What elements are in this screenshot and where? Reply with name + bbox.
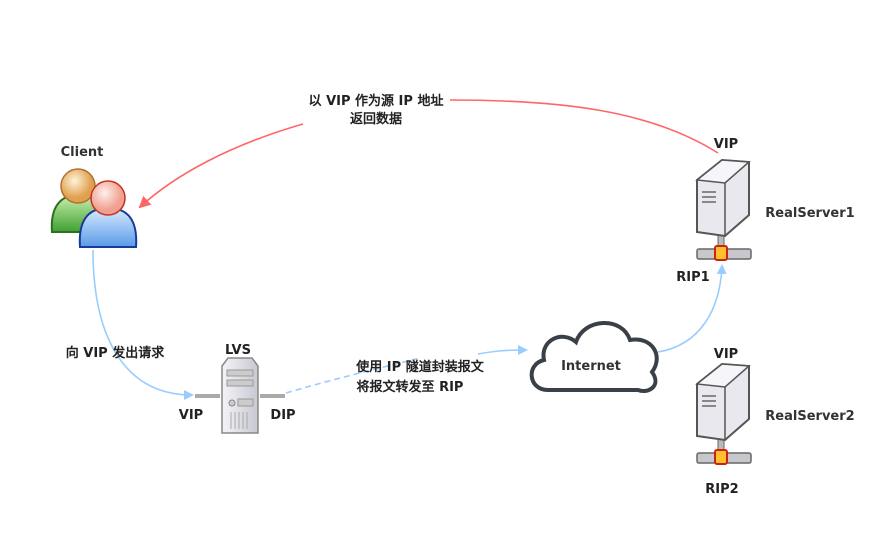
- rs2-rip-label: RIP2: [705, 482, 738, 497]
- realserver2-icon[interactable]: [695, 362, 752, 465]
- lvs-label: LVS: [225, 343, 251, 358]
- tunnel-label-line1: 使用 IP 隧道封装报文: [355, 359, 484, 375]
- return-label-line1: 以 VIP 作为源 IP 地址: [309, 93, 444, 109]
- realserver1-icon[interactable]: [695, 158, 752, 261]
- client-label: Client: [61, 145, 104, 160]
- tunnel-flow-lower: [285, 357, 421, 394]
- users-icon[interactable]: [50, 168, 138, 248]
- cloud-icon[interactable]: [529, 321, 659, 393]
- lvs-server-icon[interactable]: [195, 357, 285, 434]
- response-flow-upper: [449, 99, 719, 154]
- tunnel-label-line2: 将报文转发至 RIP: [357, 379, 464, 395]
- lvs-vip-label: VIP: [179, 408, 203, 423]
- request-flow-arrow: [92, 249, 194, 400]
- tunnel-flow-arrow: [477, 345, 528, 356]
- return-label-line2: 返回数据: [350, 111, 402, 127]
- internet-to-rs1-arrow: [657, 264, 727, 353]
- rs1-vip-label: VIP: [714, 137, 738, 152]
- rs1-name-label: RealServer1: [765, 206, 854, 221]
- internet-label: Internet: [561, 359, 621, 374]
- rs2-vip-label: VIP: [714, 347, 738, 362]
- rs1-rip-label: RIP1: [676, 270, 709, 285]
- lvs-dip-label: DIP: [270, 408, 295, 423]
- response-flow-arrow: [138, 123, 304, 209]
- rs2-name-label: RealServer2: [765, 409, 854, 424]
- request-label: 向 VIP 发出请求: [66, 345, 165, 361]
